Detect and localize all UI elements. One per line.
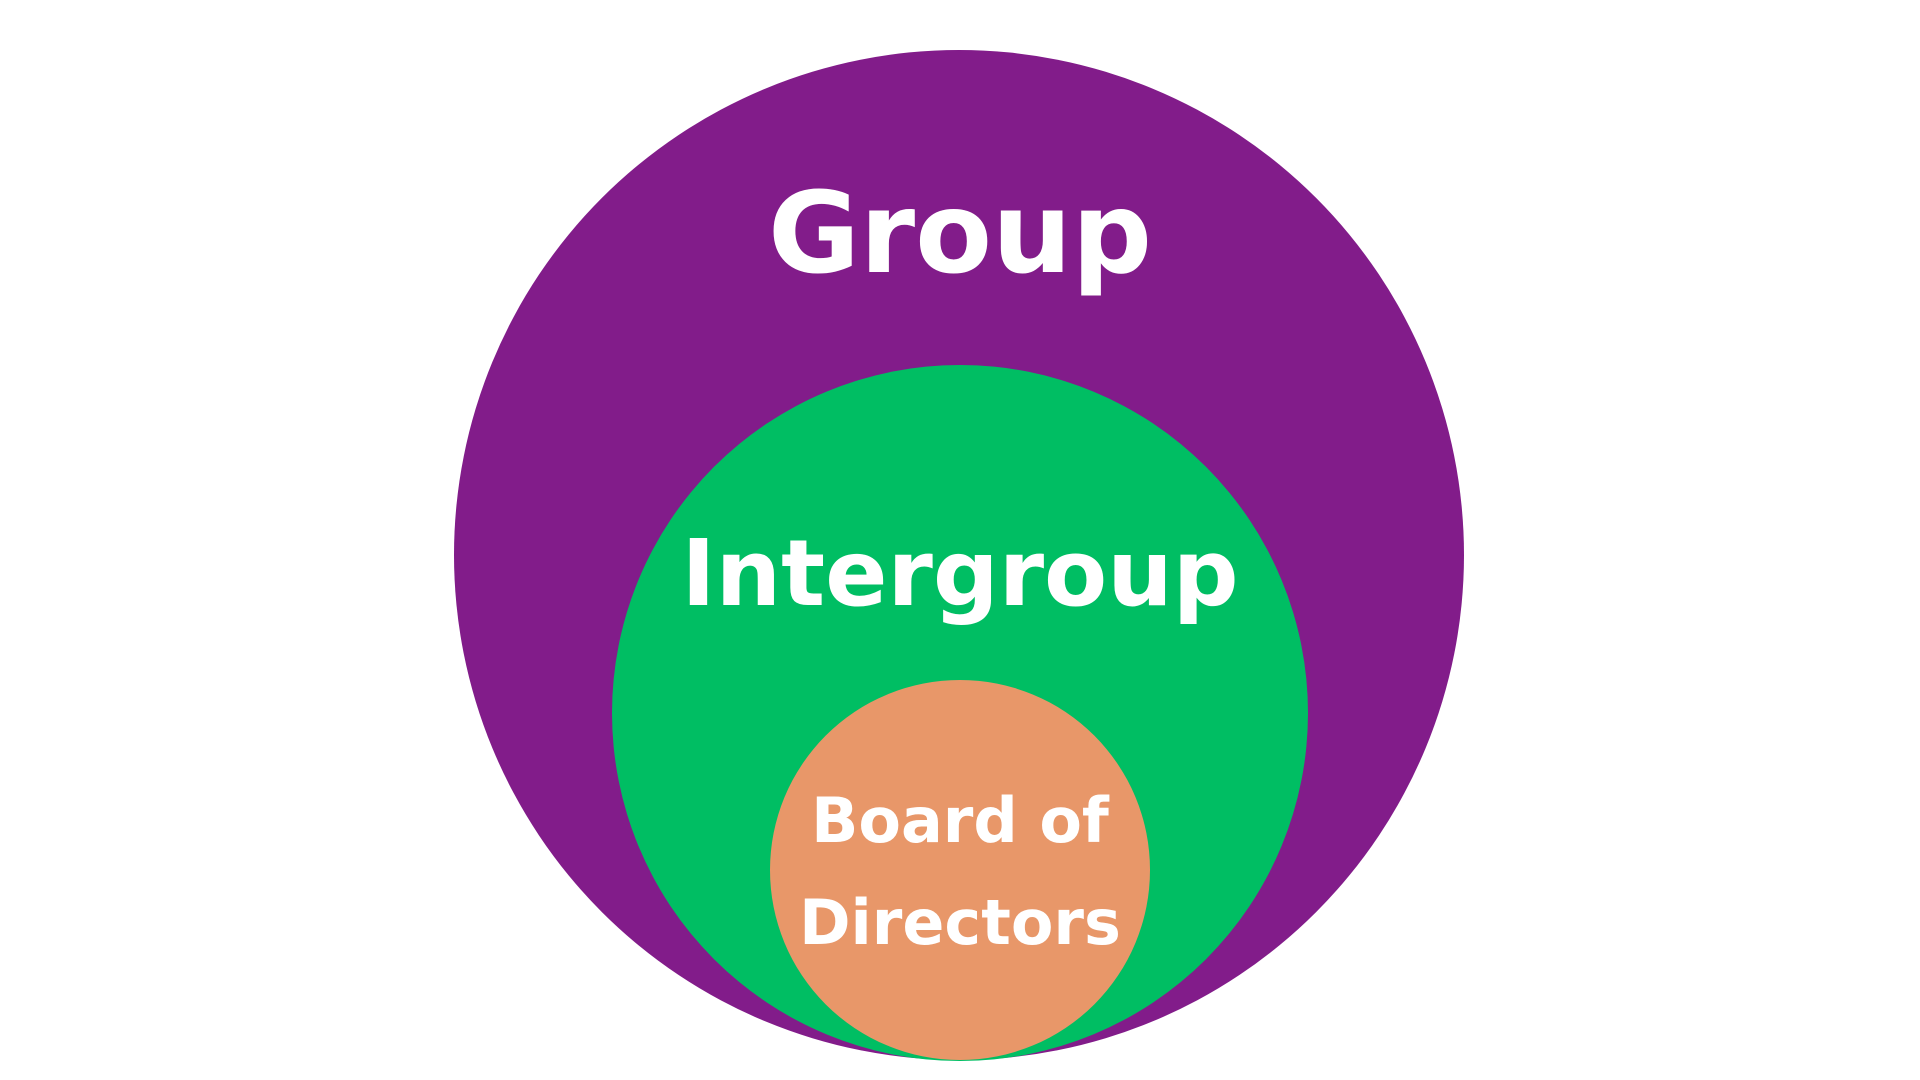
board-label-line-1: Board of	[811, 784, 1109, 857]
board-of-directors-circle	[770, 680, 1150, 1060]
board-label-line-2: Directors	[799, 886, 1121, 959]
intergroup-label: Intergroup	[681, 520, 1239, 627]
board-of-directors-label: Board of Directors	[0, 770, 1920, 974]
group-label: Group	[767, 169, 1152, 299]
